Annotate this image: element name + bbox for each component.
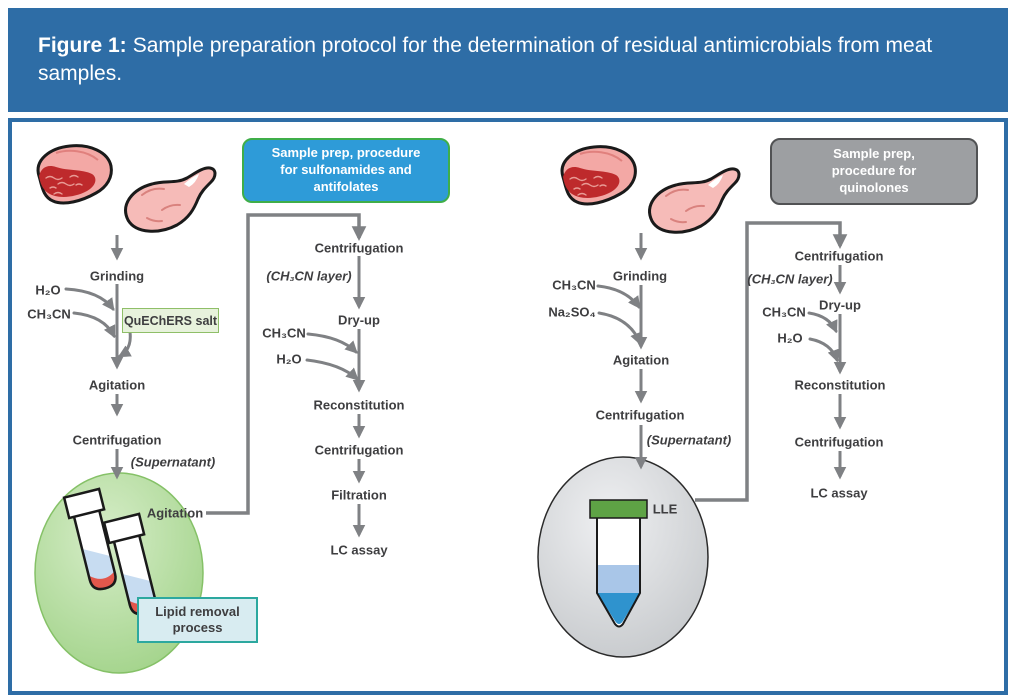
note-ch3cn-layer-left: (CH₃CN layer) bbox=[266, 268, 352, 284]
assay-centrifugation-2-left: Centrifugation bbox=[314, 442, 404, 458]
lipid-removal-box: Lipid removal process bbox=[137, 597, 258, 643]
reagent-h2o-left: H₂O bbox=[35, 282, 61, 298]
assay-lc-assay-right: LC assay bbox=[810, 485, 868, 501]
step-agitation-circle-left: Agitation bbox=[146, 505, 204, 521]
step-agitation-right: Agitation bbox=[612, 352, 670, 368]
lipid-removal-circle bbox=[34, 472, 204, 674]
reagent-ch3cn-left: CH₃CN bbox=[27, 306, 71, 322]
step-grinding-right: Grinding bbox=[612, 268, 668, 284]
assay-centrifugation-1-right: Centrifugation bbox=[794, 248, 884, 264]
assay-filtration-left: Filtration bbox=[331, 487, 387, 503]
lle-tube-icon bbox=[589, 499, 648, 628]
quechers-salt-box: QuEChERS salt bbox=[122, 308, 219, 333]
assay-centrifugation-2-right: Centrifugation bbox=[794, 434, 884, 450]
lle-label: LLE bbox=[652, 501, 678, 517]
lle-cap bbox=[589, 499, 648, 519]
reagent-na2so4-right: Na₂SO₄ bbox=[548, 304, 596, 320]
reagent-ch3cn-right: CH₃CN bbox=[552, 277, 596, 293]
callout-sulfonamides: Sample prep, procedure for sulfonamides … bbox=[242, 138, 450, 203]
assay-reagent-ch3cn-right: CH₃CN bbox=[762, 304, 806, 320]
meat-samples-right bbox=[560, 145, 741, 234]
note-supernatant-left: (Supernatant) bbox=[130, 454, 216, 470]
step-centrifugation-left: Centrifugation bbox=[72, 432, 162, 448]
flow-arrows bbox=[110, 233, 847, 538]
assay-reconstitution-left: Reconstitution bbox=[313, 397, 405, 413]
note-ch3cn-layer-right: (CH₃CN layer) bbox=[747, 271, 833, 287]
flowchart-graphics bbox=[34, 144, 848, 674]
figure-label: Figure 1: bbox=[38, 34, 127, 57]
step-grinding-left: Grinding bbox=[89, 268, 145, 284]
assay-dry-up-right: Dry-up bbox=[819, 297, 861, 313]
assay-reconstitution-right: Reconstitution bbox=[794, 377, 886, 393]
assay-dry-up-left: Dry-up bbox=[338, 312, 380, 328]
note-supernatant-right: (Supernatant) bbox=[646, 432, 732, 448]
figure-caption-bar: Figure 1:Sample preparation protocol for… bbox=[8, 8, 1008, 112]
meat-samples-left bbox=[36, 144, 217, 233]
elbow-connectors bbox=[206, 213, 848, 515]
assay-reagent-ch3cn-left: CH₃CN bbox=[262, 325, 306, 341]
callout-quinolones: Sample prep, procedure for quinolones bbox=[770, 138, 978, 205]
reagent-arrows bbox=[64, 284, 840, 381]
assay-reagent-h2o-right: H₂O bbox=[777, 330, 803, 346]
assay-lc-assay-left: LC assay bbox=[330, 542, 388, 558]
diagram-panel: Sample prep, procedure for sulfonamides … bbox=[8, 118, 1008, 695]
step-centrifugation-right: Centrifugation bbox=[595, 407, 685, 423]
assay-reagent-h2o-left: H₂O bbox=[276, 351, 302, 367]
figure-title: Sample preparation protocol for the dete… bbox=[38, 34, 933, 85]
step-agitation-left: Agitation bbox=[88, 377, 146, 393]
assay-centrifugation-1-left: Centrifugation bbox=[314, 240, 404, 256]
